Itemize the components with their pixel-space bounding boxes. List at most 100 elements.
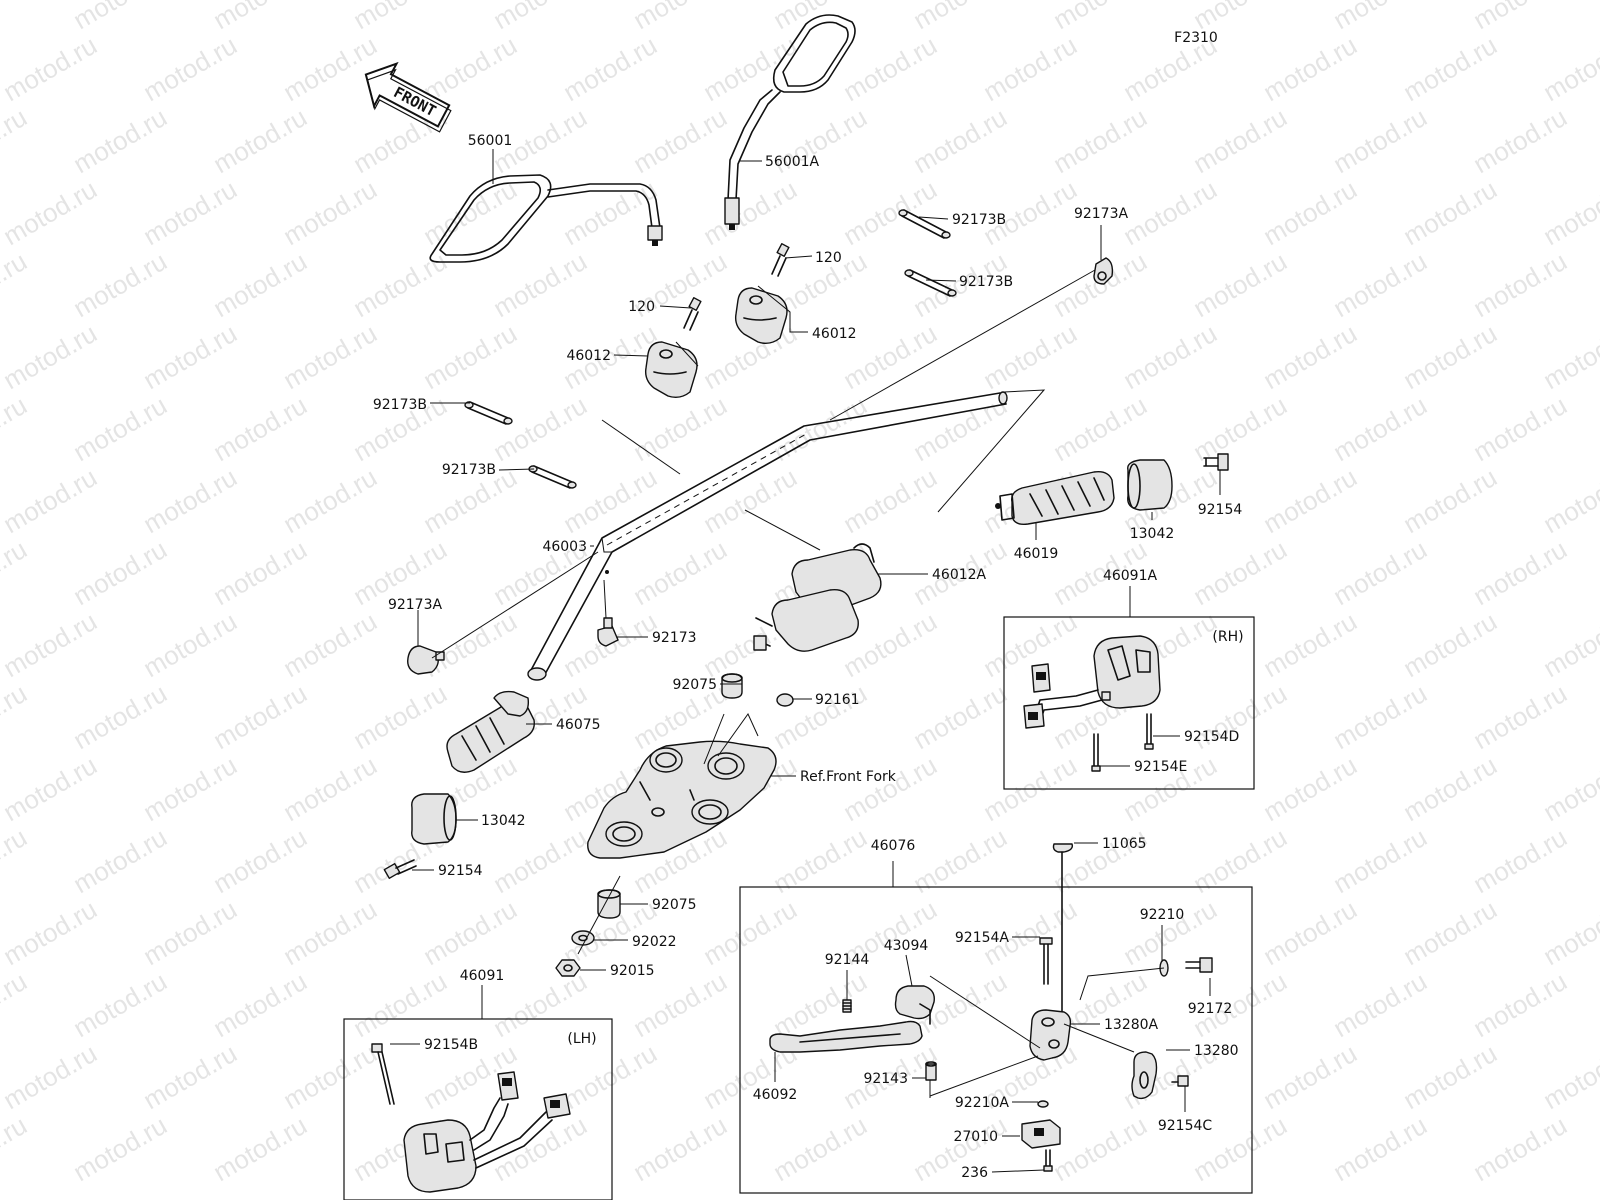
part-label: 46012 [566, 348, 611, 364]
group-tag-lh: (LH) [567, 1031, 596, 1047]
part-label: 92075 [672, 677, 717, 693]
holder-46012-left [644, 341, 698, 399]
part-label: 92173A [1074, 206, 1129, 222]
part-label: 11065 [1102, 836, 1147, 852]
part-label: 92173A [388, 597, 443, 613]
plug-92161 [776, 693, 794, 707]
upper-triple-clamp [587, 740, 777, 859]
part-label: 92210A [955, 1095, 1010, 1111]
clamp-13280 [1131, 1051, 1158, 1100]
part-label: 92154 [438, 863, 483, 879]
part-label: 120 [628, 299, 655, 315]
switch-46091A [1023, 635, 1161, 729]
part-label: 236 [961, 1165, 988, 1181]
holder-46012-right [734, 287, 788, 345]
screw-92154-left [383, 859, 417, 880]
weight-13042-right [1127, 459, 1173, 511]
part-label: 56001 [468, 133, 513, 149]
spring-92144 [842, 999, 852, 1013]
part-label: 92173B [442, 462, 496, 478]
part-labels: 56001 56001A 92173B 92173A 120 92173B 12… [373, 133, 1242, 1181]
part-label: 92022 [632, 934, 677, 950]
part-label: 46091 [460, 968, 505, 984]
part-label: 92075 [652, 897, 697, 913]
part-label: 92154C [1158, 1118, 1213, 1134]
bracket-43094 [894, 985, 935, 1025]
part-label: 46075 [556, 717, 601, 733]
part-label: 46091A [1103, 568, 1158, 584]
switch-27010 [1021, 1119, 1061, 1149]
group-box-rh [1003, 616, 1255, 790]
part-label: 46003 [542, 539, 587, 555]
part-label: 92173B [952, 212, 1006, 228]
figure-code: F2310 [1174, 30, 1218, 46]
damper-92075-upper [721, 673, 743, 699]
part-label: 13042 [481, 813, 526, 829]
right-mirror [724, 14, 856, 230]
bar-end-left [407, 645, 445, 675]
part-label: 46076 [871, 838, 916, 854]
part-label: 120 [815, 250, 842, 266]
pin-92173B-2 [904, 269, 957, 297]
group-tag-rh: (RH) [1212, 629, 1243, 645]
screw-92154B [371, 1043, 395, 1105]
handlebar [527, 391, 1008, 681]
part-label: 46019 [1014, 546, 1059, 562]
group-box-lh [343, 1018, 613, 1200]
bolt-120-right [771, 243, 790, 277]
part-label: 92154D [1184, 729, 1239, 745]
part-label: 92144 [825, 952, 870, 968]
part-label: Ref.Front Fork [800, 769, 897, 785]
part-label: 92210 [1140, 907, 1185, 923]
screw-92154E [1091, 733, 1101, 772]
bolt-120-left [683, 297, 702, 331]
screw-92154D [1144, 713, 1154, 750]
part-label: 92154 [1198, 502, 1243, 518]
master-cylinder-13280A [1029, 1009, 1072, 1061]
bolt-11065 [1052, 843, 1074, 1023]
part-label: 56001A [765, 154, 820, 170]
part-label: 92143 [863, 1071, 908, 1087]
grip-46019-right [995, 470, 1115, 526]
part-label: 92154B [424, 1037, 478, 1053]
screw-236 [1043, 1149, 1053, 1172]
part-label: 43094 [884, 938, 929, 954]
part-label: 13042 [1130, 526, 1175, 542]
part-label: 92172 [1188, 1001, 1233, 1017]
part-label: 13280A [1104, 1017, 1159, 1033]
holder-46012A [744, 509, 882, 652]
grip-46075-left [446, 690, 535, 773]
part-label: 92173B [959, 274, 1013, 290]
nut-92015 [555, 959, 581, 977]
screw-92154C [1171, 1075, 1189, 1087]
washer-92210A [1037, 1100, 1049, 1108]
part-label: 92154A [955, 930, 1010, 946]
part-label: 92015 [610, 963, 655, 979]
collar-92143 [925, 1061, 937, 1081]
part-label: 46092 [753, 1087, 798, 1103]
lever-46092 [769, 1020, 923, 1053]
pin-92154A [1039, 937, 1053, 985]
part-label: 46012 [812, 326, 857, 342]
part-label: 92173B [373, 397, 427, 413]
fitting-92173 [597, 617, 619, 647]
pin-92173B-3 [464, 401, 513, 425]
pin-92173B-1 [898, 209, 951, 239]
group-box-lever [739, 886, 1253, 1194]
switch-46091 [403, 1071, 571, 1193]
bolt-92172 [1185, 957, 1213, 973]
part-label: 46012A [932, 567, 987, 583]
part-label: 27010 [953, 1129, 998, 1145]
part-label: 92161 [815, 692, 860, 708]
damper-92075-lower [597, 889, 621, 919]
washer-92022 [571, 930, 595, 946]
part-label: 92173 [652, 630, 697, 646]
left-mirror [429, 174, 663, 263]
part-label: 92154E [1134, 759, 1187, 775]
screw-92154-right [1203, 453, 1229, 471]
weight-13042-left [411, 793, 457, 845]
part-label: 13280 [1194, 1043, 1239, 1059]
bar-end-right [1093, 257, 1114, 285]
leader-lines [390, 149, 1221, 1173]
